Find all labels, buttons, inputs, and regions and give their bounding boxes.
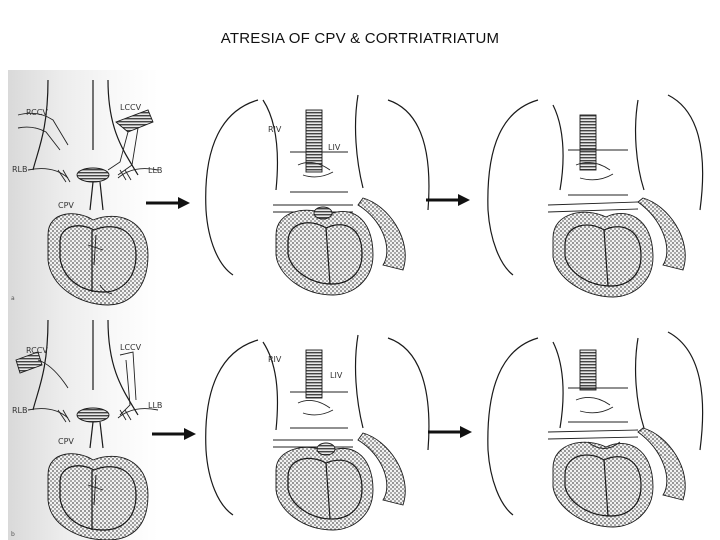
label-llb: LLB [148, 166, 162, 175]
row2-panel-middle: RIV LIV [206, 335, 429, 530]
label-cpv: CPV [58, 201, 74, 210]
panel-mark-b: b [11, 531, 15, 538]
row1-panel-middle: RIV LIV [206, 95, 429, 295]
figure: RCCV LCCV RLB LLB CPV a RI [8, 70, 712, 540]
slide-title: ATRESIA OF CPV & CORTRIATRIATUM [0, 30, 720, 47]
embryology-diagram: RCCV LCCV RLB LLB CPV a RI [8, 70, 712, 540]
label-cpv: CPV [58, 437, 74, 446]
label-riv: RIV [268, 125, 282, 134]
label-llb: LLB [148, 401, 162, 410]
right-arrow-icon [146, 197, 190, 209]
label-lccv: LCCV [120, 343, 142, 352]
right-arrow-icon [426, 194, 470, 206]
row1-panel-left: RCCV LCCV RLB LLB CPV a [11, 80, 162, 305]
label-rlb: RLB [12, 406, 28, 415]
right-arrow-icon [152, 428, 196, 440]
label-liv: LIV [328, 143, 341, 152]
row2-panel-left: RCCV LCCV RLB LLB CPV b [11, 320, 162, 540]
right-arrow-icon [428, 426, 472, 438]
row1-panel-right [488, 95, 703, 297]
label-rccv: RCCV [26, 108, 48, 117]
panel-mark-a: a [11, 295, 15, 302]
label-liv: LIV [330, 371, 343, 380]
label-lccv: LCCV [120, 103, 142, 112]
label-rlb: RLB [12, 165, 28, 174]
row2-panel-right [488, 332, 703, 527]
label-riv: RIV [268, 355, 282, 364]
label-rccv: RCCV [26, 346, 48, 355]
